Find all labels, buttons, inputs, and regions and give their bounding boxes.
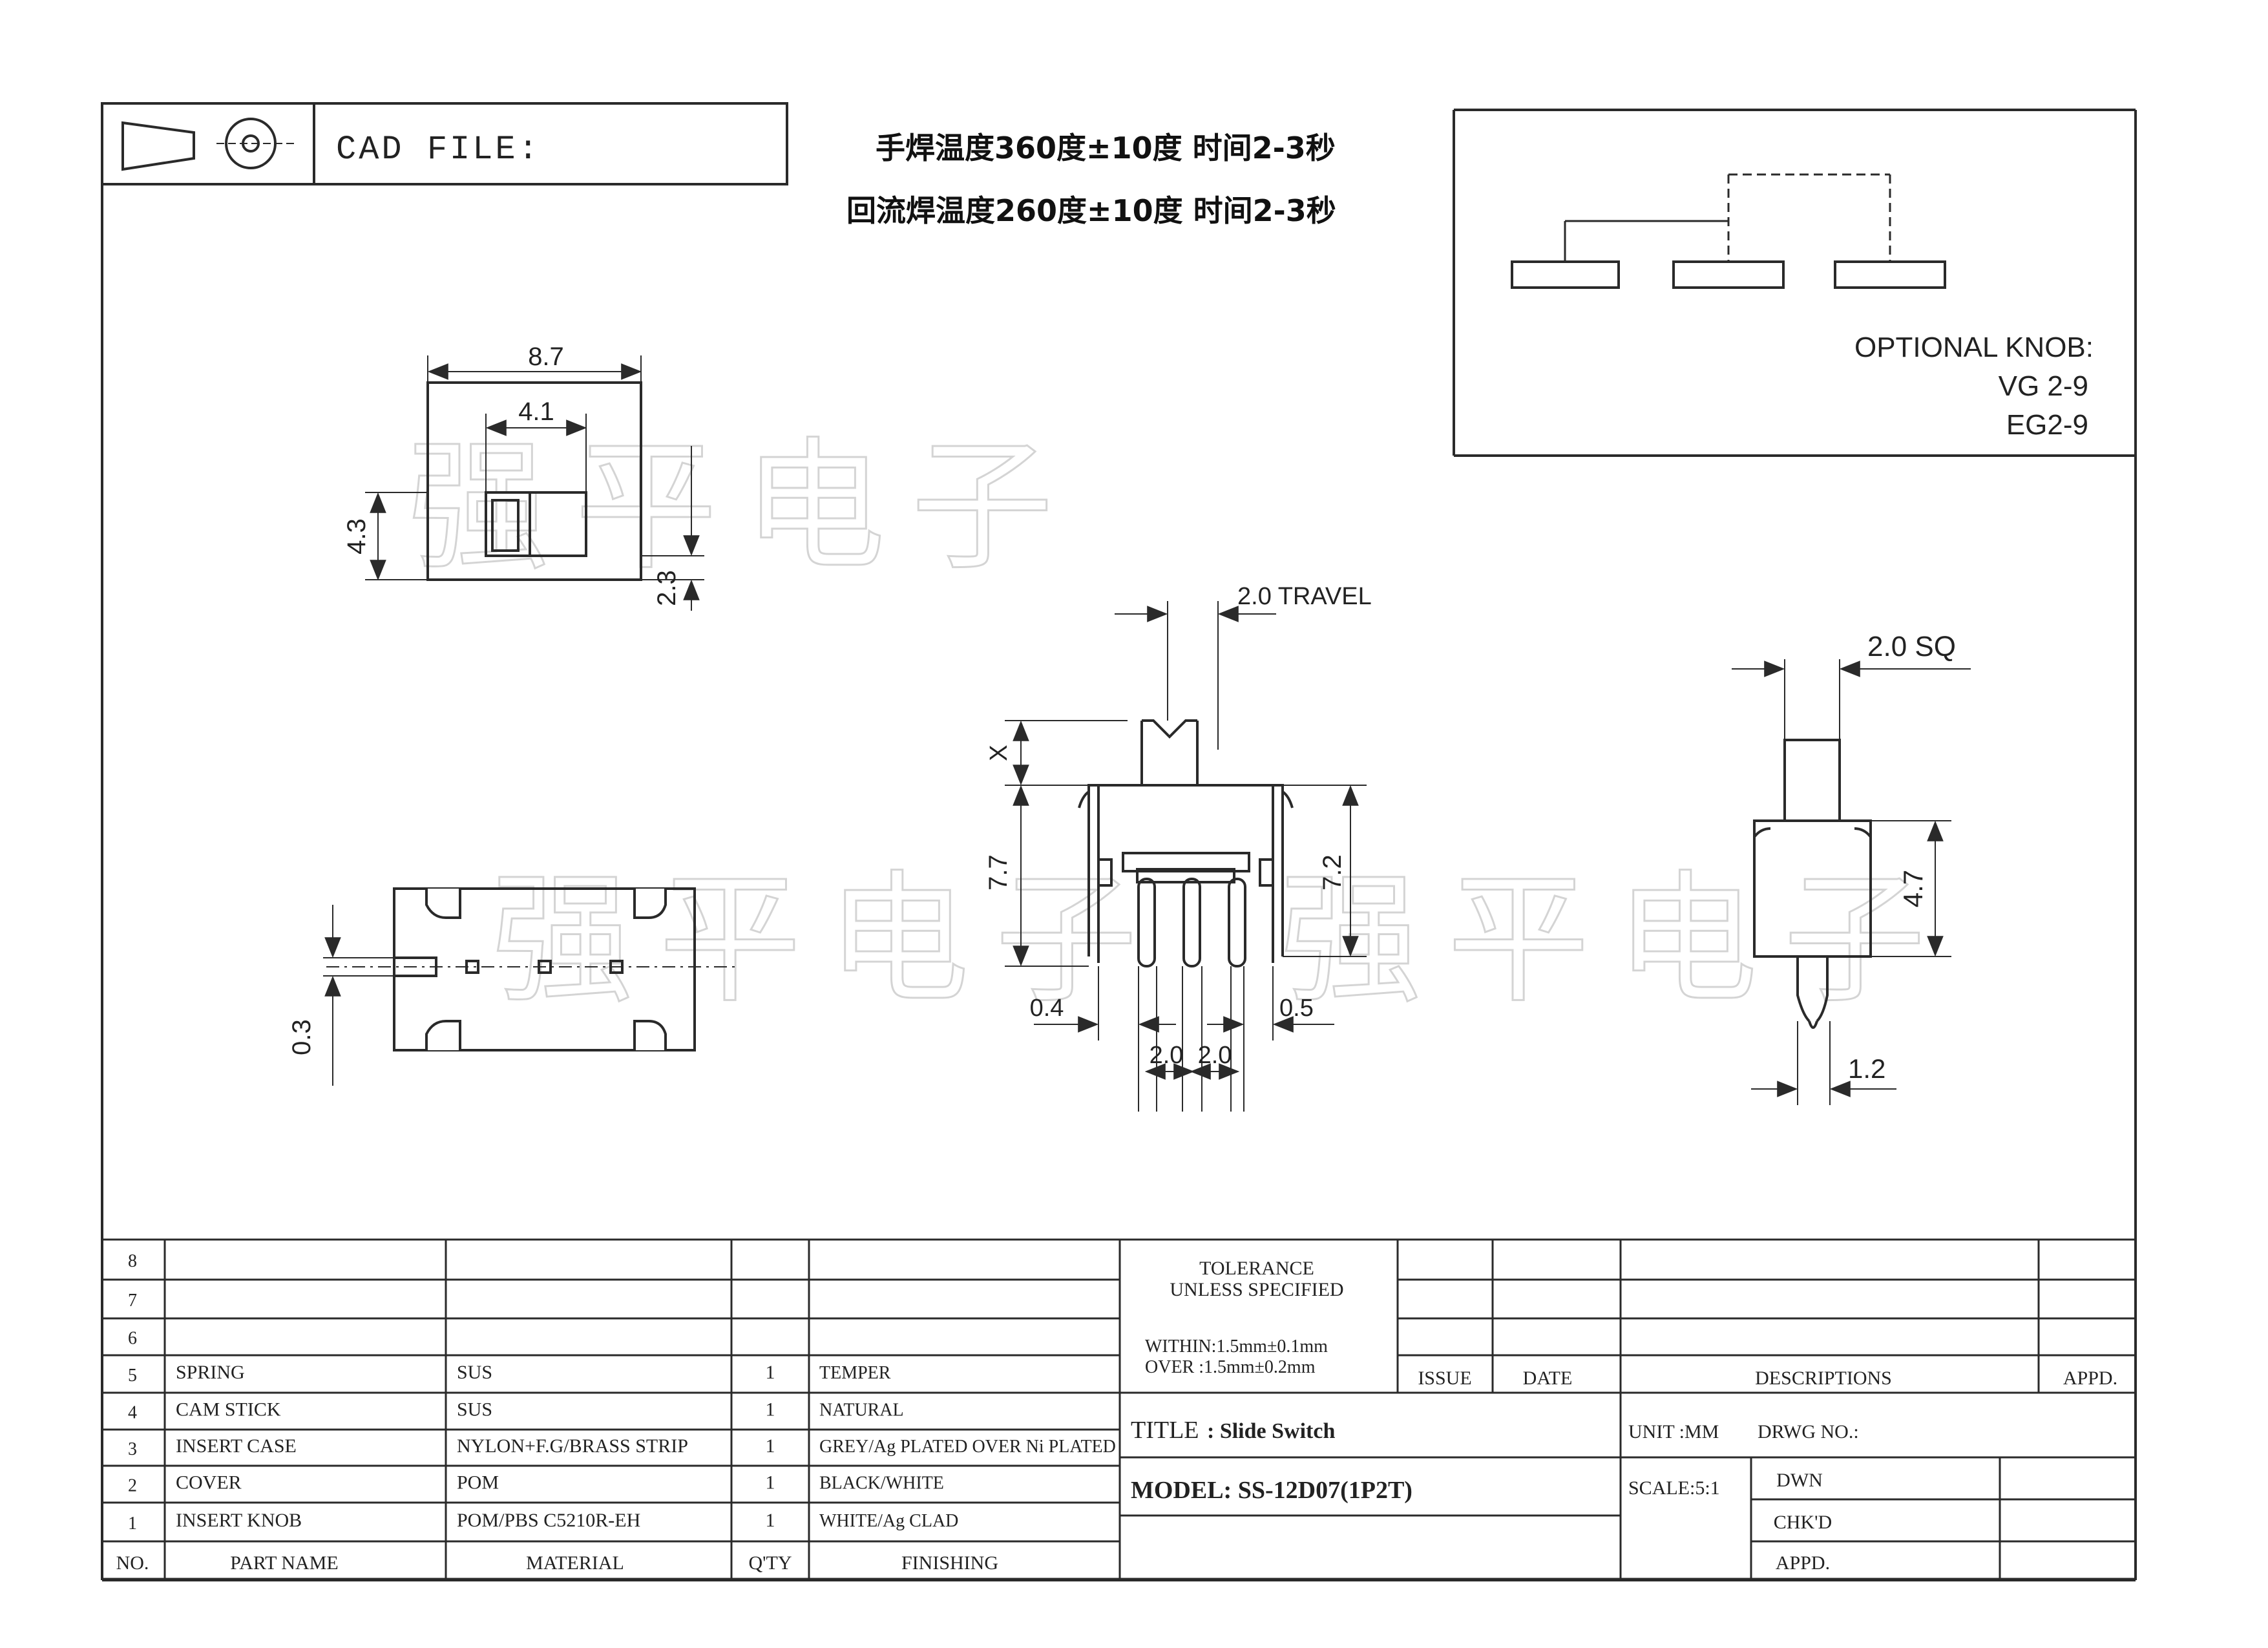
dim-bottom-gap: 0.3 bbox=[288, 1019, 316, 1055]
note-reflow: 回流焊温度260度±10度 时间2-3秒 bbox=[846, 193, 1336, 228]
bom-cell-finishing: TEMPER bbox=[819, 1363, 891, 1383]
bom-cell-part: INSERT CASE bbox=[176, 1435, 297, 1457]
bom-cell-qty: 1 bbox=[766, 1510, 775, 1531]
optional-knob-option-1: VG 2-9 bbox=[1999, 370, 2088, 402]
bom-header-material: MATERIAL bbox=[526, 1552, 624, 1574]
bom-cell-qty: 1 bbox=[766, 1472, 775, 1494]
bom-cell-finishing: GREY/Ag PLATED OVER Ni PLATED bbox=[819, 1437, 1116, 1457]
dim-x: X bbox=[985, 745, 1013, 761]
bom-cell-part: CAM STICK bbox=[176, 1399, 281, 1421]
revision-descriptions: DESCRIPTIONS bbox=[1755, 1368, 1892, 1389]
watermark-group: 强平电子 强平电子 强平电子 bbox=[406, 423, 1951, 1024]
watermark-top: 强平电子 bbox=[407, 424, 1079, 589]
bom-cell-material: POM/PBS C5210R-EH bbox=[457, 1510, 640, 1531]
revision-issue: ISSUE bbox=[1418, 1368, 1471, 1389]
title-label: TITLE bbox=[1131, 1417, 1199, 1444]
dim-side-height: 4.7 bbox=[1898, 870, 1928, 907]
watermark-bottom-left: 强平电子 bbox=[491, 857, 1163, 1022]
bom-cell-qty: 1 bbox=[766, 1362, 775, 1383]
bom-cell-material: NYLON+F.G/BRASS STRIP bbox=[457, 1435, 688, 1457]
bottom-view: 0.3 bbox=[288, 887, 737, 1086]
bom-cell-part: INSERT KNOB bbox=[176, 1510, 302, 1531]
front-view: 2.0 TRAVEL X 7.7 7.2 0.4 0.5 2.0 2.0 bbox=[984, 583, 1372, 1112]
dim-top-offset: 2.3 bbox=[653, 570, 681, 606]
dim-travel: 2.0 TRAVEL bbox=[1237, 583, 1372, 610]
bom-cell-material: SUS bbox=[457, 1362, 492, 1383]
dim-pin-right: 0.5 bbox=[1279, 995, 1314, 1022]
bom-cell-no: 5 bbox=[128, 1366, 137, 1386]
optional-knob-option-2: EG2-9 bbox=[2006, 409, 2088, 441]
top-view: 8.7 4.1 4.3 2.3 bbox=[342, 343, 704, 611]
chkd-label: CHK'D bbox=[1774, 1512, 1832, 1533]
revision-date: DATE bbox=[1523, 1368, 1573, 1389]
bom-cell-no: 7 bbox=[128, 1291, 137, 1311]
bom-cell-finishing: BLACK/WHITE bbox=[819, 1474, 944, 1494]
dim-knob-sq: 2.0 SQ bbox=[1867, 631, 1956, 662]
optional-knob-box: OPTIONAL KNOB: VG 2-9 EG2-9 bbox=[1453, 110, 2136, 457]
bom-cell-material: SUS bbox=[457, 1399, 492, 1421]
dim-top-width: 8.7 bbox=[528, 343, 564, 371]
tolerance-title-1: TOLERANCE bbox=[1199, 1258, 1314, 1279]
scale-label: SCALE:5:1 bbox=[1628, 1477, 1720, 1499]
bom-cell-no: 1 bbox=[128, 1514, 137, 1534]
dim-top-height: 4.3 bbox=[342, 518, 371, 555]
bom-cell-no: 3 bbox=[128, 1439, 137, 1459]
dim-pitch-2: 2.0 bbox=[1198, 1042, 1232, 1069]
appd-label: APPD. bbox=[1776, 1552, 1830, 1574]
dwn-label: DWN bbox=[1776, 1470, 1823, 1491]
bom-cell-material: POM bbox=[457, 1472, 499, 1494]
unit-label: UNIT :MM bbox=[1628, 1421, 1719, 1442]
bom-header-no: NO. bbox=[116, 1552, 149, 1574]
dim-side-pin: 1.2 bbox=[1848, 1053, 1885, 1084]
bom-header-finishing: FINISHING bbox=[901, 1552, 998, 1574]
bom-cell-finishing: NATURAL bbox=[819, 1400, 904, 1421]
cad-file-header: CAD FILE: bbox=[101, 102, 788, 185]
bom-cell-no: 4 bbox=[128, 1403, 137, 1423]
bom-header-part: PART NAME bbox=[230, 1552, 338, 1574]
bom-cell-no: 8 bbox=[128, 1251, 137, 1271]
dim-front-left-height: 7.7 bbox=[984, 854, 1013, 891]
side-view: 2.0 SQ 4.7 1.2 bbox=[1732, 631, 1971, 1105]
bom-header-qty: Q'TY bbox=[748, 1552, 792, 1574]
bom-cell-no: 2 bbox=[128, 1476, 137, 1496]
bom-cell-part: COVER bbox=[176, 1472, 242, 1494]
tolerance-within: WITHIN:1.5mm±0.1mm bbox=[1145, 1336, 1328, 1357]
dim-pitch-1: 2.0 bbox=[1150, 1042, 1184, 1069]
bom-cell-qty: 1 bbox=[766, 1435, 775, 1457]
note-hand-solder: 手焊温度360度±10度 时间2-3秒 bbox=[876, 131, 1336, 165]
cad-file-label: CAD FILE: bbox=[336, 131, 541, 169]
dim-front-right-height: 7.2 bbox=[1318, 854, 1347, 891]
title-value: : Slide Switch bbox=[1207, 1419, 1335, 1443]
bom-cell-finishing: WHITE/Ag CLAD bbox=[819, 1511, 958, 1531]
drwg-no-label: DRWG NO.: bbox=[1758, 1421, 1859, 1442]
bom-cell-qty: 1 bbox=[766, 1399, 775, 1421]
bom-cell-part: SPRING bbox=[176, 1362, 245, 1383]
title-block: TOLERANCE UNLESS SPECIFIED WITHIN:1.5mm±… bbox=[1118, 1238, 2137, 1580]
bom-cell-no: 6 bbox=[128, 1329, 137, 1349]
watermark-bottom-right: 强平电子 bbox=[1279, 857, 1951, 1022]
optional-knob-label: OPTIONAL KNOB: bbox=[1854, 332, 2094, 363]
dim-top-slot: 4.1 bbox=[518, 397, 554, 426]
model-label: MODEL: SS-12D07(1P2T) bbox=[1131, 1477, 1412, 1504]
tolerance-title-2: UNLESS SPECIFIED bbox=[1170, 1279, 1343, 1300]
revision-appd: APPD. bbox=[2063, 1368, 2117, 1389]
tolerance-over: OVER :1.5mm±0.2mm bbox=[1145, 1357, 1316, 1377]
dim-pin-left: 0.4 bbox=[1030, 995, 1064, 1022]
